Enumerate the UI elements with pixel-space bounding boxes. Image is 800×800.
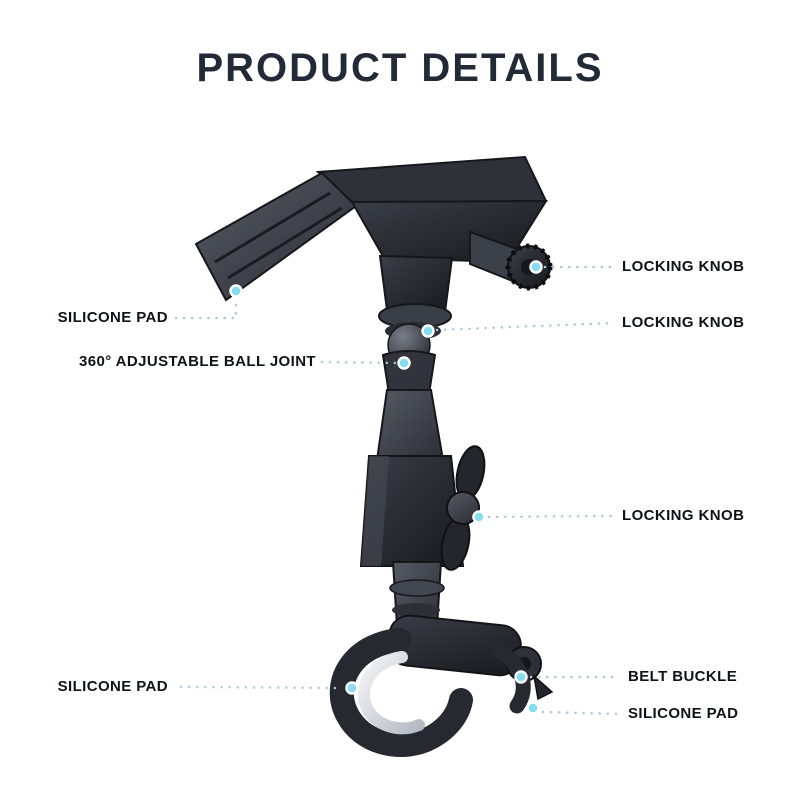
callout-locking-knob-middle: LOCKING KNOB	[622, 314, 745, 331]
anchor-dot-belt-buckle	[514, 670, 528, 684]
anchor-dot-upper-knob	[529, 260, 543, 274]
callout-locking-knob-top: LOCKING KNOB	[622, 258, 745, 275]
anchor-dot-arm-knob	[472, 510, 486, 524]
callout-locking-knob-arm: LOCKING KNOB	[622, 507, 745, 524]
leader-lines	[174, 265, 624, 716]
anchor-dot-ball-joint	[397, 356, 411, 370]
anchor-dots	[229, 260, 543, 715]
page-title: PRODUCT DETAILS	[196, 46, 604, 90]
anchor-dot-clamp-pad	[229, 284, 243, 298]
callout-ball-joint: 360° ADJUSTABLE BALL JOINT	[79, 353, 316, 370]
callout-silicone-pad-right: SILICONE PAD	[628, 705, 739, 722]
arm-locking-knob	[440, 445, 486, 571]
callout-belt-buckle: BELT BUCKLE	[628, 668, 738, 685]
callout-silicone-pad-top: SILICONE PAD	[57, 309, 168, 326]
phone-clamp	[194, 155, 548, 302]
hook-silicone-pad	[358, 651, 425, 735]
anchor-dot-claw-pad	[526, 701, 540, 715]
adjustable-arm	[359, 389, 465, 567]
ball-joint	[378, 254, 454, 399]
anchor-dot-hook-pad	[345, 681, 359, 695]
callout-silicone-pad-left: SILICONE PAD	[57, 678, 168, 695]
upper-locking-knob	[469, 230, 553, 291]
anchor-dot-collar-knob	[421, 324, 435, 338]
